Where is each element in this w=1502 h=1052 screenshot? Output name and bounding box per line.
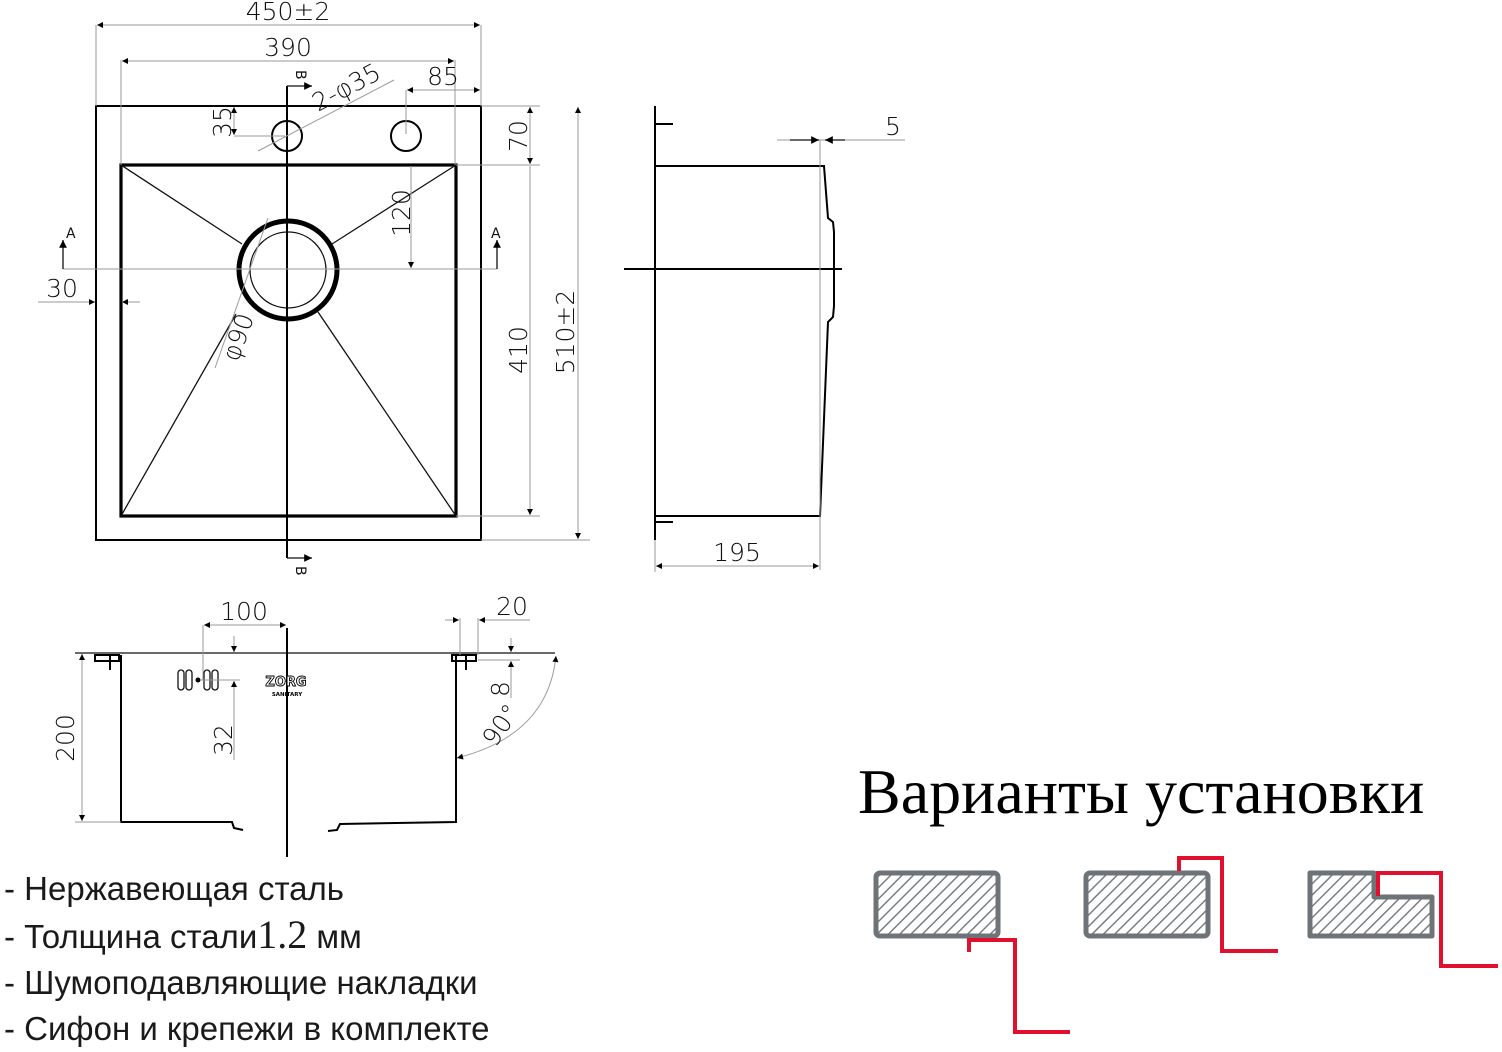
dim-drain-offset: 120 (387, 189, 416, 237)
bowl-profile (655, 165, 835, 517)
sink-profile-icon (1376, 871, 1498, 968)
bowl-outline (119, 163, 458, 518)
installation-option-overmount (1083, 856, 1278, 953)
countertop-icon (873, 870, 1001, 939)
dim-overall-width: 450±2 (246, 0, 331, 26)
dim-side-depth: 195 (713, 538, 761, 567)
features-list: - Нержавеющая сталь - Толщина стали1.2 м… (4, 866, 490, 1052)
side-view: 5 195 (624, 106, 905, 572)
dim-rim-top: 70 (504, 120, 533, 152)
svg-text:SANITARY: SANITARY (272, 692, 303, 698)
bowl-section (120, 655, 244, 831)
feature-item: - Сифон и крепежи в комплекте (4, 1010, 490, 1047)
dim-angle: 90° (476, 699, 525, 752)
dim-section-depth: 200 (51, 714, 80, 762)
installation-option-undermount (873, 870, 1070, 1034)
dim-bowl-width: 390 (264, 33, 312, 62)
installation-option-flush (1307, 870, 1498, 968)
section-view: ZORG SANITARY 100 32 200 20 8 90° (51, 592, 559, 857)
countertop-icon (1307, 870, 1435, 939)
sink-profile-icon (1177, 856, 1278, 953)
sink-outline (95, 105, 482, 541)
feature-item: - Шумоподавляющие накладки (4, 964, 478, 1001)
dim-overflow-height: 32 (209, 724, 238, 756)
dim-tap-offset: 85 (427, 62, 459, 91)
dim-flange: 20 (496, 592, 528, 621)
svg-text:ZORG: ZORG (265, 675, 306, 690)
dim-slope: 5 (885, 112, 901, 141)
zorg-logo: ZORG SANITARY (265, 675, 307, 698)
dim-overall-length: 510±2 (551, 290, 580, 375)
section-mark-a: A (66, 226, 76, 242)
dim-tap-top: 35 (208, 106, 237, 138)
section-mark-b: B (292, 566, 308, 576)
feature-item: - Нержавеющая сталь (4, 870, 344, 907)
dim-overflow-offset: 100 (220, 597, 268, 626)
dim-side-margin: 30 (46, 274, 78, 303)
dim-drain-diameter: φ90 (216, 309, 260, 364)
section-mark-a: A (491, 226, 501, 242)
dim-flange-thickness: 8 (486, 681, 515, 697)
feature-item: - Толщина стали1.2 мм (4, 912, 362, 957)
top-view: A A B B 450±2 390 85 2-φ35 35 70 120 (38, 0, 590, 576)
sink-profile-icon (967, 938, 1070, 1034)
countertop-icon (1083, 870, 1211, 939)
dim-tap-holes: 2-φ35 (307, 57, 385, 117)
section-mark-b: B (292, 70, 308, 80)
dim-bowl-length: 410 (504, 326, 533, 374)
installation-title: Варианты установки (858, 756, 1425, 827)
